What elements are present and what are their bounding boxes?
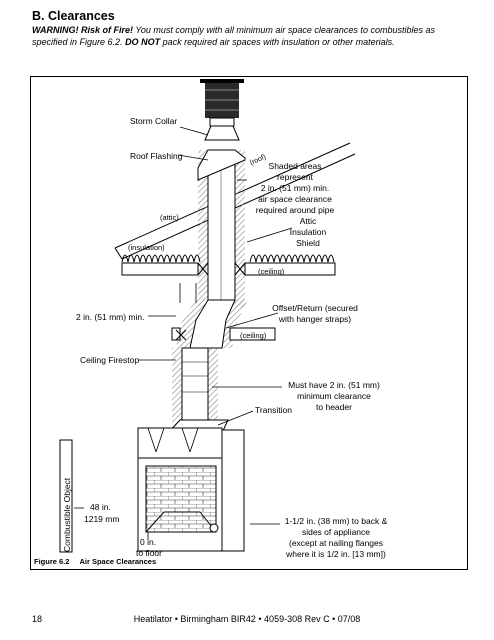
chimney-cap — [200, 79, 244, 141]
label-header-2: minimum clearance — [297, 391, 371, 401]
attic-insulation — [121, 254, 335, 263]
label-attic: (attic) — [160, 213, 179, 222]
label-shaded-3: 2 in. (51 mm) min. — [261, 183, 330, 193]
label-shaded-4: air space clearance — [258, 194, 332, 204]
footer-page-number: 18 — [32, 614, 43, 624]
clearance-shading-upper — [198, 150, 245, 308]
fireplace-unit — [137, 419, 245, 552]
label-ceiling-firestop: Ceiling Firestop — [80, 355, 139, 365]
label-back-1: 1-1/2 in. (38 mm) to back & — [285, 516, 388, 526]
label-back-4: where it is 1/2 in. [13 mm]) — [285, 549, 386, 559]
upper-ceiling — [121, 262, 336, 276]
label-attic-shield-2: Insulation — [290, 227, 327, 237]
chimney-pipe-lower — [172, 347, 218, 434]
combustible-object-wall — [59, 439, 73, 553]
warning-text-2: pack required air spaces with insulation… — [160, 37, 395, 47]
roof-flashing — [197, 149, 246, 181]
offset-pipe — [176, 299, 248, 349]
figure-caption: Figure 6.2 Air Space Clearances — [34, 557, 156, 566]
footer-doc-info: Heatilator • Birmingham BIR42 • 4059-308… — [133, 614, 361, 624]
section-heading: B. Clearances — [32, 9, 115, 23]
leader-lines — [74, 126, 293, 540]
label-roof-flashing: Roof Flashing — [130, 151, 183, 161]
label-attic-shield-3: Shield — [296, 238, 320, 248]
label-2in-min: 2 in. (51 mm) min. — [76, 312, 145, 322]
label-floor-2: to floor — [136, 548, 162, 558]
warning-emphasis: DO NOT — [125, 37, 161, 47]
figure-frame — [30, 76, 468, 570]
label-insulation: (insulation) — [128, 243, 165, 252]
lower-ceiling — [171, 327, 276, 341]
label-attic-shield-1: Attic — [300, 216, 317, 226]
label-ceiling-upper: (ceiling) — [258, 267, 285, 276]
label-shaded-2: represent — [277, 172, 314, 182]
diagram-labels: Storm Collar Roof Flashing (roof) Shaded… — [62, 116, 388, 559]
label-storm-collar: Storm Collar — [130, 116, 177, 126]
label-floor-1: 0 in. — [140, 537, 156, 547]
label-side-1: 48 in. — [90, 502, 111, 512]
figure-caption-number: Figure 6.2 — [34, 557, 70, 566]
warning-text-1: You must comply with all minimum air spa… — [32, 25, 435, 47]
label-header-1: Must have 2 in. (51 mm) — [288, 380, 380, 390]
label-shaded-5: required around pipe — [256, 205, 335, 215]
label-side-2: 1219 mm — [84, 514, 119, 524]
warning-paragraph: WARNING! Risk of Fire! You must comply w… — [32, 24, 470, 48]
figure-caption-title: Air Space Clearances — [79, 557, 157, 566]
label-ceiling-lower: (ceiling) — [240, 331, 267, 340]
label-roof: (roof) — [249, 154, 267, 167]
label-shaded-1: Shaded areas — [269, 161, 322, 171]
label-offset-2: with hanger straps) — [278, 314, 351, 324]
label-back-2: sides of appliance — [302, 527, 370, 537]
label-combustible-object: Combustible Object — [62, 477, 72, 552]
warning-label: WARNING! Risk of Fire! — [32, 25, 134, 35]
label-header-3: to header — [316, 402, 352, 412]
label-back-3: (except at nailing flanges — [289, 538, 383, 548]
label-offset-1: Offset/Return (secured — [272, 303, 358, 313]
label-transition: Transition — [255, 405, 292, 415]
